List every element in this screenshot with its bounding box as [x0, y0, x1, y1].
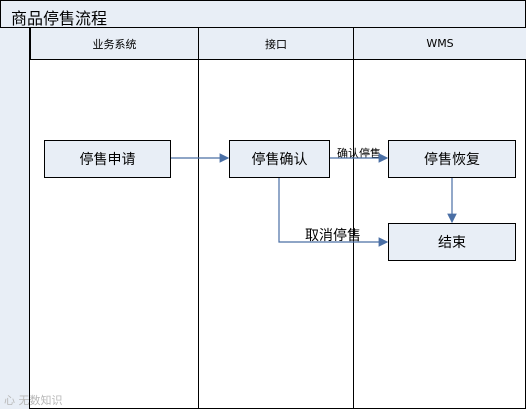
lane-header-business: 业务系统 — [30, 28, 198, 60]
edge-confirm-to-end — [278, 178, 389, 247]
edge-label-confirm: 确认停售 — [337, 147, 381, 160]
edge-label-cancel: 取消停售 — [305, 228, 361, 244]
lane-divider-2 — [353, 60, 354, 409]
diagram-title: 商品停售流程 — [11, 9, 108, 28]
lane-header-wms: WMS — [353, 28, 526, 60]
lane-divider-1 — [198, 60, 199, 409]
node-stop-confirm: 停售确认 — [229, 140, 330, 178]
node-stop-restore: 停售恢复 — [388, 140, 516, 178]
lane-header-interface: 接口 — [198, 28, 353, 60]
left-header-strip — [0, 28, 30, 409]
watermark-logo: 心 无数知识 — [4, 394, 63, 407]
node-stop-request: 停售申请 — [44, 140, 171, 178]
diagram-title-bar: 商品停售流程 — [0, 0, 526, 28]
node-end: 结束 — [388, 223, 516, 261]
